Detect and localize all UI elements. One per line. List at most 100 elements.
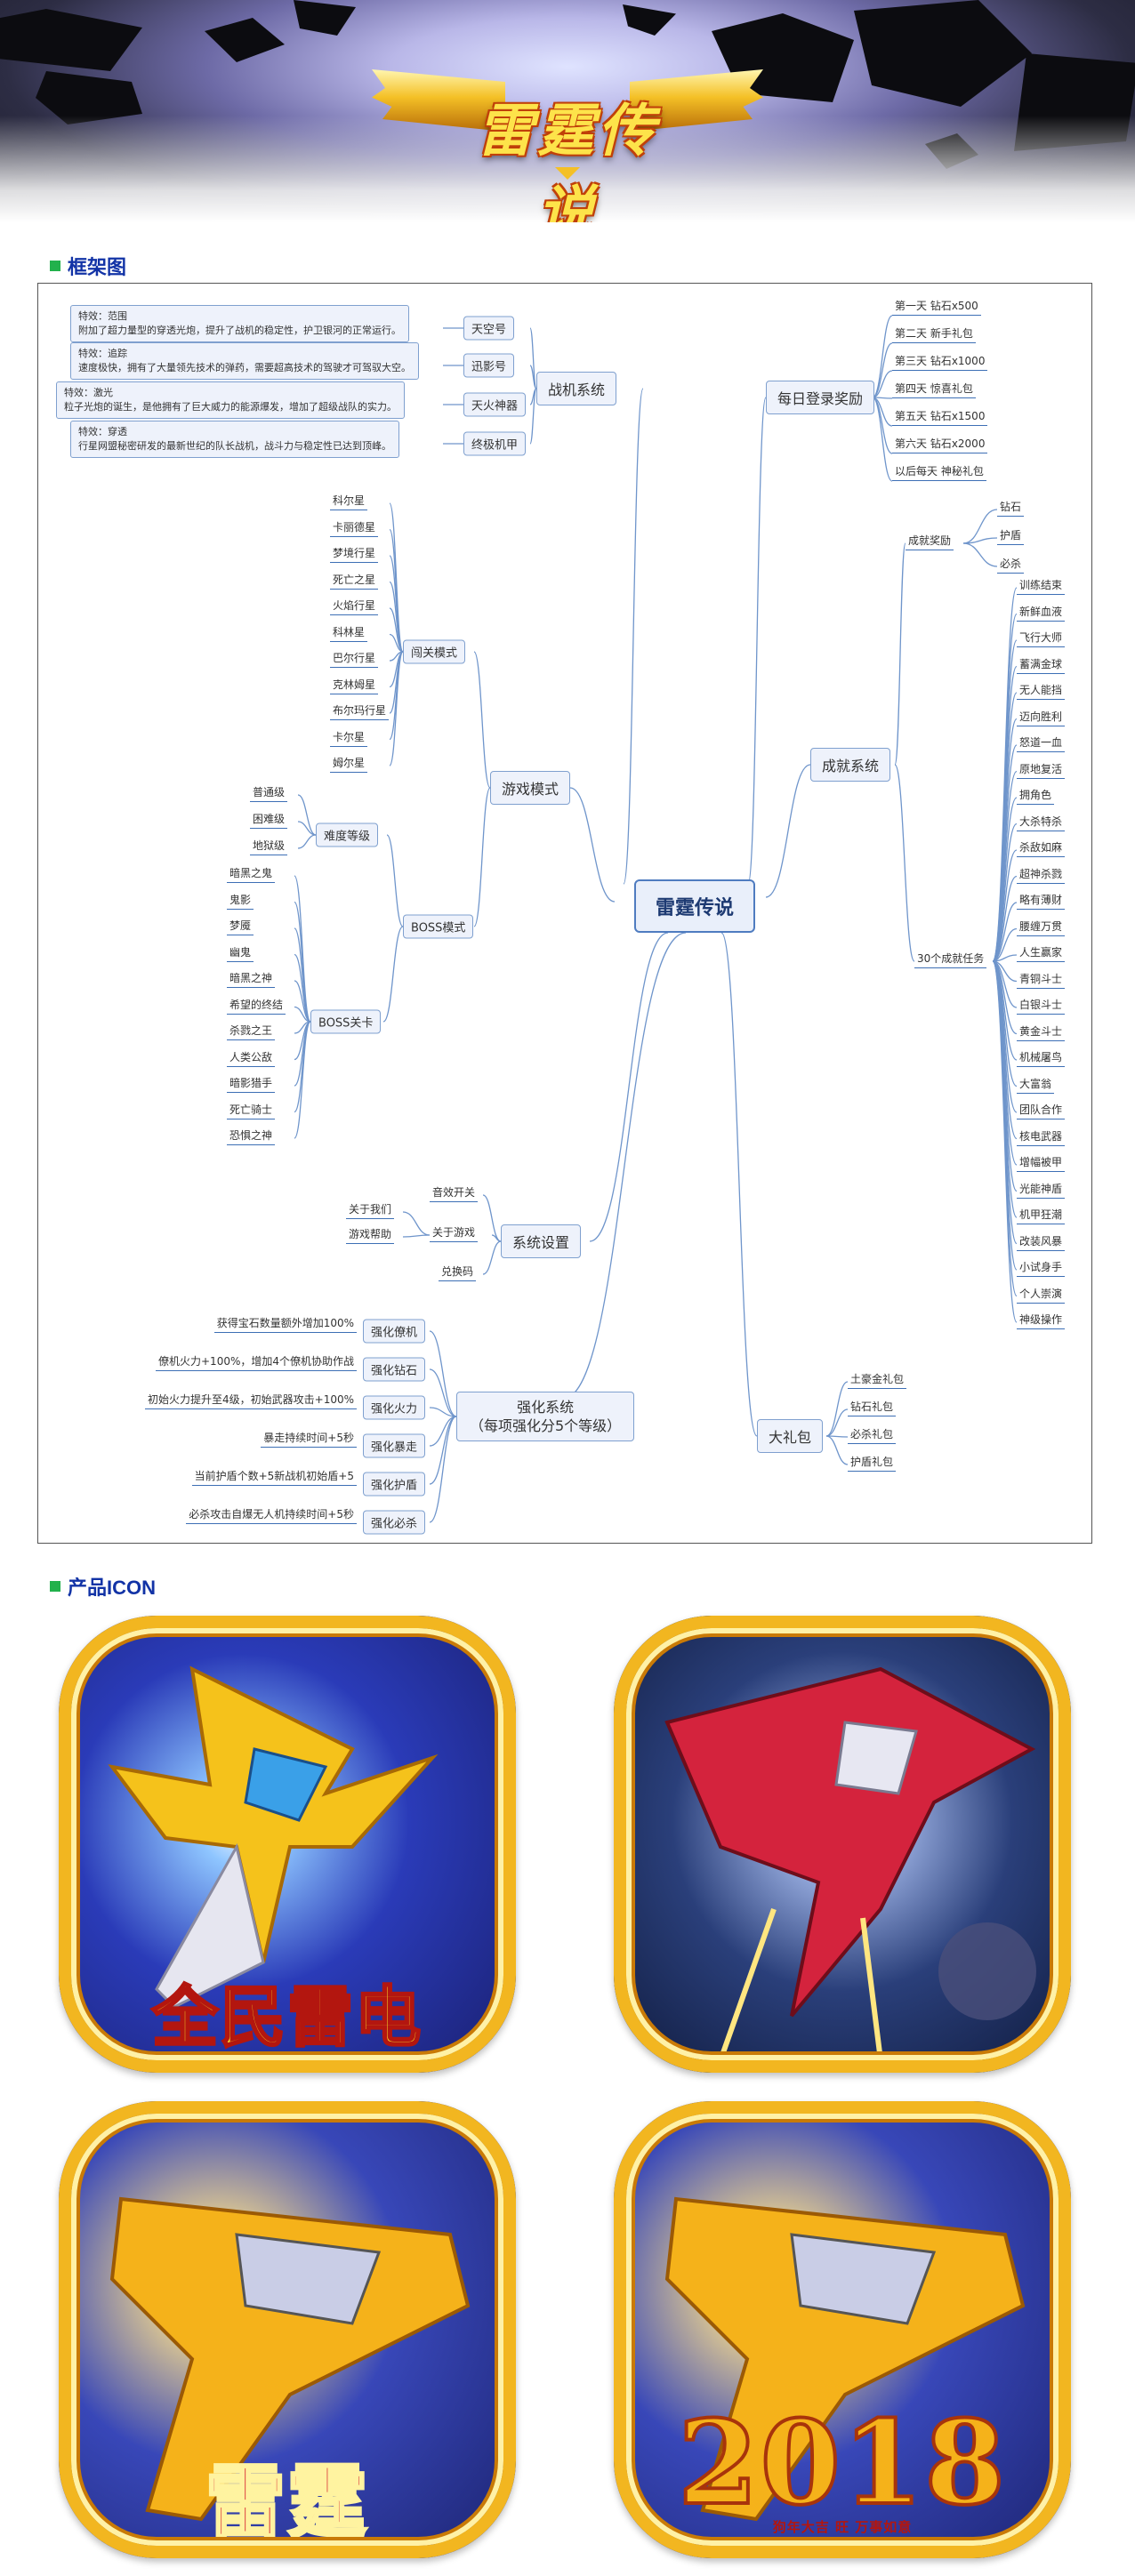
achievement-task-item: 新鲜血液: [1017, 604, 1066, 622]
connector-line: [825, 1408, 849, 1437]
section-title: 产品ICON: [68, 1577, 157, 1599]
daily-login-item: 以后每天 神秘礼包: [892, 463, 986, 481]
upgrade-node: 强化护盾: [363, 1472, 426, 1497]
difficulty-item: 地狱级: [250, 838, 288, 855]
boss-stage-item: 恐惧之神: [227, 1128, 276, 1145]
icon-frame: [614, 2101, 1071, 2558]
connector-line: [872, 315, 893, 398]
fighter-jet-icon: [109, 2196, 471, 2522]
mind-map: 雷霆传说战机系统天空号特效：范围附加了超力量型的穿透光炮，提升了战机的稳定性，护…: [37, 283, 1092, 1544]
connector-line: [297, 821, 317, 836]
settings-about: 关于游戏: [430, 1224, 479, 1242]
fighter-jet-icon: [664, 2196, 1026, 2522]
achievement-task-item: 迈向胜利: [1017, 709, 1066, 726]
connector-line: [294, 1021, 311, 1139]
note-description: 速度极快，拥有了大量领先技术的弹药，需要超高技术的驾驶才可驾驭大空。: [78, 362, 411, 373]
note-description: 附加了超力量型的穿透光炮，提升了战机的稳定性，护卫银河的正常运行。: [78, 325, 401, 336]
connector-line: [389, 651, 404, 766]
connector-line: [992, 875, 1018, 962]
section-marker: [50, 1581, 60, 1592]
upgrade-description: 暴走持续时间+5秒: [261, 1430, 357, 1448]
connector-line: [429, 1407, 457, 1417]
note-effect: 特效：范围: [78, 310, 127, 322]
gift-item: 土豪金礼包: [848, 1371, 907, 1389]
section-title: 框架图: [68, 256, 127, 278]
connector-line: [389, 651, 404, 741]
note-description: 行星网盟秘密研发的最新世纪的队长战机，战斗力与稳定性已达到顶峰。: [78, 440, 391, 452]
connector-line: [747, 397, 767, 885]
level-item: 姆尔星: [330, 755, 368, 773]
achievement-task-item: 大杀特杀: [1017, 814, 1066, 831]
connector-line: [382, 926, 404, 1023]
daily-login-item: 第四天 惊喜礼包: [892, 381, 976, 398]
upgrade-node: 强化暴走: [363, 1433, 426, 1458]
achievement-task-item: 黄金斗士: [1017, 1023, 1066, 1041]
achievement-tasks-node: 30个成就任务: [914, 951, 987, 968]
connector-line: [562, 932, 687, 1400]
achievement-reward-item: 护盾: [997, 527, 1025, 545]
asteroid: [623, 4, 676, 36]
achievement-task-item: 训练结束: [1017, 577, 1066, 595]
asteroid: [0, 9, 142, 71]
fighter-jet-icon: [108, 1665, 439, 2009]
connector-line: [429, 1368, 457, 1417]
boss-mode-node: BOSS模式: [403, 914, 474, 939]
gift-item: 护盾礼包: [848, 1454, 897, 1472]
connector-line: [297, 794, 317, 836]
connector-line: [529, 388, 537, 445]
game-logo: 雷霆传说: [372, 52, 763, 222]
upgrade-node: 强化必杀: [363, 1510, 426, 1535]
app-icon-2: [614, 1616, 1071, 2073]
about-item: 游戏帮助: [346, 1226, 395, 1244]
icon-title: 2018: [676, 2393, 1007, 2532]
difficulty-item: 困难级: [250, 811, 288, 829]
level-item: 克林姆星: [330, 677, 379, 694]
connector-line: [386, 834, 404, 927]
achievement-reward-node: 成就奖励: [906, 533, 954, 550]
daily-login-item: 第五天 钻石x1500: [892, 408, 988, 426]
connector-line: [623, 388, 644, 885]
branch-game-mode: 游戏模式: [490, 771, 571, 805]
connector-line: [825, 1435, 849, 1465]
achievement-task-item: 神级操作: [1017, 1312, 1066, 1329]
note-effect: 特效：激光: [64, 387, 113, 398]
connector-line: [894, 542, 906, 766]
icon-title: 全民雷电: [151, 1978, 423, 2058]
section-heading-framework: 框架图: [50, 252, 126, 280]
connector-line: [294, 980, 311, 1023]
branch-gift: 大礼包: [757, 1419, 824, 1453]
achievement-task-item: 增幅被甲: [1017, 1154, 1066, 1172]
level-item: 科林星: [330, 624, 368, 642]
asteroid: [854, 0, 1032, 107]
achievement-task-item: 青铜斗士: [1017, 971, 1066, 989]
connector-line: [765, 764, 811, 898]
boss-stage-item: 梦魇: [227, 918, 254, 935]
level-item: 卡丽德星: [330, 519, 379, 537]
fighter-note: 特效：激光粒子光炮的诞生，是他拥有了巨大威力的能源爆发，增加了超级战队的实力。: [56, 381, 405, 419]
icon-frame: [59, 2101, 516, 2558]
fighter-node: 迅影号: [463, 353, 515, 378]
level-item: 布尔玛行星: [330, 702, 390, 720]
connector-line: [992, 718, 1018, 962]
connector-line: [872, 342, 893, 398]
level-item: 卡尔星: [330, 729, 368, 747]
branch-upgrade: 强化系统（每项强化分5个等级）: [456, 1392, 635, 1441]
fighter-note: 特效：追踪速度极快，拥有了大量领先技术的弹药，需要超高技术的驾驶才可驾驭大空。: [70, 342, 419, 380]
connector-line: [389, 633, 404, 653]
connector-line: [992, 849, 1018, 962]
achievement-task-item: 无人能挡: [1017, 682, 1066, 700]
difficulty-node: 难度等级: [316, 823, 379, 847]
branch-fighter-system: 战机系统: [536, 372, 617, 405]
achievement-task-item: 超神杀戮: [1017, 866, 1066, 884]
achievement-reward-item: 钻石: [997, 499, 1025, 517]
boss-stage-item: 暗影猎手: [227, 1075, 276, 1093]
connector-line: [992, 960, 1018, 1323]
connector-line: [482, 1194, 502, 1242]
achievement-task-item: 腰缠万贯: [1017, 919, 1066, 936]
app-icon-1: 全民雷电: [59, 1616, 516, 2073]
achievement-task-item: 个人崇演: [1017, 1286, 1066, 1304]
daily-login-item: 第三天 钻石x1000: [892, 353, 988, 371]
connector-line: [992, 902, 1018, 962]
settings-redeem: 兑换码: [439, 1264, 477, 1281]
logo-text: 雷霆传说: [477, 98, 658, 222]
